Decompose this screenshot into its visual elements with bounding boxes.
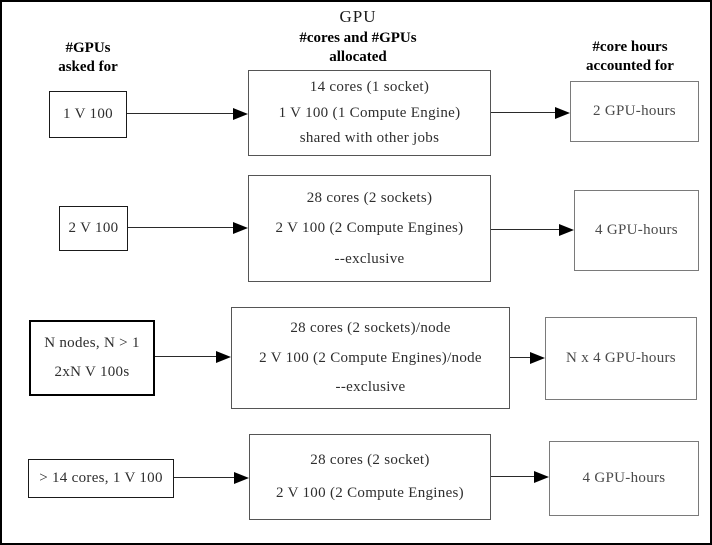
accounted-box-row4: 4 GPU-hours — [549, 441, 699, 516]
asked-line: 2xN V 100s — [54, 364, 130, 381]
right-arrow — [128, 222, 248, 234]
allocated-box-row4: 28 cores (2 socket) 2 V 100 (2 Compute E… — [249, 434, 491, 520]
asked-line: N nodes, N > 1 — [44, 334, 140, 351]
accounted-box-row3: N x 4 GPU-hours — [545, 317, 697, 400]
allocated-line: 1 V 100 (1 Compute Engine) — [278, 104, 461, 121]
allocated-box-row1: 14 cores (1 socket) 1 V 100 (1 Compute E… — [248, 70, 491, 156]
header-line: #GPUs — [65, 40, 111, 56]
allocated-line: 2 V 100 (2 Compute Engines) — [275, 220, 464, 236]
asked-line: > 14 cores, 1 V 100 — [39, 470, 163, 486]
allocated-line: shared with other jobs — [299, 129, 440, 146]
allocated-line: --exclusive — [334, 250, 405, 267]
asked-line: 2 V 100 — [68, 220, 119, 236]
asked-box-row3: N nodes, N > 1 2xN V 100s — [29, 320, 155, 396]
column-header-core-hours-accounted: #core hours accounted for — [549, 38, 710, 76]
header-line: allocated — [329, 49, 387, 65]
accounted-box-row2: 4 GPU-hours — [574, 190, 699, 271]
header-line: #cores and #GPUs — [299, 30, 417, 46]
allocated-box-row2: 28 cores (2 sockets) 2 V 100 (2 Compute … — [248, 175, 491, 282]
allocated-line: 28 cores (2 sockets) — [306, 189, 433, 206]
diagram-title: GPU — [339, 7, 377, 26]
right-arrow — [510, 352, 545, 364]
allocated-line: 2 V 100 (2 Compute Engines)/node — [259, 349, 482, 366]
asked-box-row4: > 14 cores, 1 V 100 — [28, 459, 174, 498]
column-header-gpus-asked-for: #GPUs asked for — [18, 39, 158, 77]
header-line: #core hours — [592, 39, 668, 55]
allocated-line: 2 V 100 (2 Compute Engines) — [276, 485, 464, 502]
header-line: accounted for — [586, 58, 674, 74]
right-arrow — [174, 472, 249, 484]
accounted-line: 2 GPU-hours — [593, 103, 676, 119]
asked-box-row2: 2 V 100 — [59, 206, 128, 251]
right-arrow — [491, 471, 549, 483]
accounted-line: 4 GPU-hours — [582, 470, 666, 486]
allocated-line: 28 cores (2 socket) — [310, 451, 430, 468]
allocated-line: 28 cores (2 sockets)/node — [290, 320, 451, 337]
right-arrow — [491, 224, 574, 236]
accounted-line: 4 GPU-hours — [595, 222, 678, 238]
allocated-line: 14 cores (1 socket) — [309, 79, 430, 96]
allocated-line: --exclusive — [335, 378, 406, 395]
accounted-line: N x 4 GPU-hours — [566, 350, 676, 366]
asked-box-row1: 1 V 100 — [49, 91, 127, 138]
right-arrow — [155, 351, 231, 363]
column-header-cores-gpus-allocated: #cores and #GPUs allocated — [268, 29, 448, 67]
right-arrow — [127, 108, 248, 120]
right-arrow — [491, 107, 570, 119]
asked-line: 1 V 100 — [63, 106, 113, 122]
allocated-box-row3: 28 cores (2 sockets)/node 2 V 100 (2 Com… — [231, 307, 510, 409]
accounted-box-row1: 2 GPU-hours — [570, 81, 699, 142]
header-line: asked for — [58, 59, 118, 75]
